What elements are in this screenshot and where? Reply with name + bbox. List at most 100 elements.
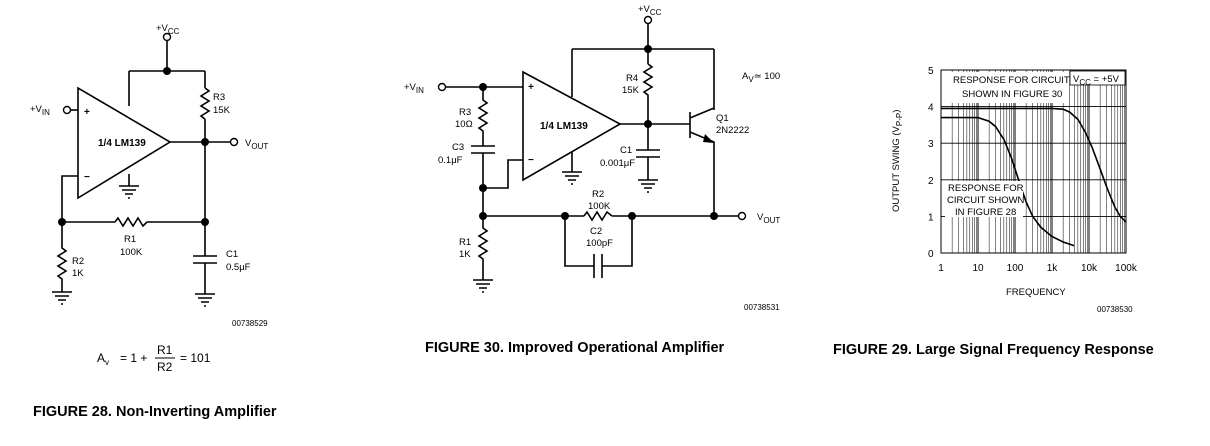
c3-capacitor [471,145,495,216]
r3-name: R3 [213,92,225,103]
svg-text:R2: R2 [157,360,173,374]
gain-label: AV≃ 100 [742,71,780,84]
chart-series [941,107,1127,247]
annotation-low-bg [945,181,1023,217]
x-tick-labels: 1 10 100 1k 10k 100k [938,263,1138,274]
q1-name: Q1 [716,113,729,124]
r1-name: R1 [459,237,471,248]
y-tick-labels: 0 1 2 3 4 5 [928,66,934,260]
vcc-terminal [643,15,653,25]
c3-value: 0.1μF [438,155,463,166]
fig28-vout-label: VOUT [245,138,268,151]
r3-value: 15K [213,105,231,116]
c1-capacitor [193,222,217,307]
r2-value: 1K [72,268,84,279]
x-tick-label: 10 [972,263,984,274]
fig28-vcc-label: +VCC [156,23,180,36]
annotation-low-line2: CIRCUIT SHOWN [947,195,1025,206]
opamp-minus: − [84,172,90,183]
vout-terminal [229,137,239,147]
c1-name: C1 [226,249,238,260]
svg-text:Av: Av [97,351,109,367]
r3-value: 10Ω [455,119,473,130]
r2-resistor [56,222,68,292]
y-axis-label: OUTPUT SWING (VP-P) [891,110,904,212]
r2-name: R2 [592,189,604,200]
chart-grid [940,69,1127,254]
fig28-code: 00738529 [232,319,268,328]
fig30-code: 00738531 [744,303,780,312]
opamp-label: 1/4 LM139 [540,121,588,132]
r4-name: R4 [626,73,638,84]
c2-value: 100pF [586,238,613,249]
opamp-label: 1/4 LM139 [98,138,146,149]
legend-text: VCC = +5V [1073,74,1120,87]
r2-value: 100K [588,201,611,212]
gain-equation: Av = 1 + R1 R2 = 101 [97,343,211,374]
r3-resistor [199,87,211,120]
c3-name: C3 [452,142,464,153]
vin-terminal [62,105,72,115]
c2-capacitor [564,216,633,278]
series-line-figure-28 [941,116,1075,247]
fig29-caption: FIGURE 29. Large Signal Frequency Respon… [833,342,1154,358]
c2-name: C2 [590,226,602,237]
r2-name: R2 [72,256,84,267]
fig30-vout-label: VOUT [757,212,780,225]
r1-value: 100K [120,247,143,258]
r4-resistor [642,63,654,124]
c1-name: C1 [620,145,632,156]
c1-value: 0.001μF [600,158,635,169]
q1-transistor [689,107,715,216]
x-tick-label: 100 [1007,263,1024,274]
figure-30-circuit: +VCC AV≃ 100 R4 15K + − 1/4 LM139 +VIN R… [404,4,780,356]
y-tick-label: 1 [928,212,934,223]
ground-symbol [119,174,139,199]
fig30-vin-label: +VIN [404,82,424,95]
r1-value: 1K [459,249,471,260]
series-line-figure-30 [941,107,1127,223]
x-tick-label: 1 [938,263,944,274]
y-tick-label: 4 [928,103,934,114]
x-tick-label: 10k [1081,263,1098,274]
vout-terminal [737,211,747,221]
c1-value: 0.5μF [226,262,251,273]
svg-text:R1: R1 [157,343,173,357]
annotation-top-line2: SHOWN IN FIGURE 30 [962,89,1062,100]
annotation-top-line1: RESPONSE FOR CIRCUIT [953,75,1070,86]
y-tick-label: 3 [928,139,934,150]
figure-28-circuit: +VCC R3 15K + − 1/4 LM139 +VIN VOUT R1 1… [30,23,277,420]
annotation-low-line1: RESPONSE FOR [948,183,1024,194]
ground-symbol [562,152,582,185]
fig28-caption: FIGURE 28. Non-Inverting Amplifier [33,404,277,420]
annotation-low-line3: IN FIGURE 28 [955,207,1016,218]
r1-name: R1 [124,234,136,245]
fig28-vin-label: +VIN [30,104,50,117]
q1-value: 2N2222 [716,125,749,136]
r3-resistor [477,87,489,146]
opamp-triangle [77,86,172,200]
x-tick-label: 100k [1115,263,1138,274]
r2-resistor [583,210,613,222]
c1-capacitor [636,124,660,193]
opamp-plus: + [84,107,90,118]
legend-box [1069,70,1126,86]
annotation-top-bg [950,72,1064,103]
fig30-caption: FIGURE 30. Improved Operational Amplifie… [425,340,725,356]
y-tick-label: 2 [928,176,934,187]
r3-name: R3 [459,107,471,118]
fig30-vcc-label: +VCC [638,4,662,17]
r1-resistor [114,216,148,228]
y-tick-label: 0 [928,249,934,260]
svg-text:= 1 +: = 1 + [120,351,147,365]
fig29-code: 00738530 [1097,305,1133,314]
y-tick-label: 5 [928,66,934,77]
opamp-plus: + [528,82,534,93]
r4-value: 15K [622,85,640,96]
svg-text:= 101: = 101 [180,351,211,365]
r1-resistor [477,216,489,280]
x-tick-label: 1k [1047,263,1059,274]
opamp-minus: − [528,155,534,166]
